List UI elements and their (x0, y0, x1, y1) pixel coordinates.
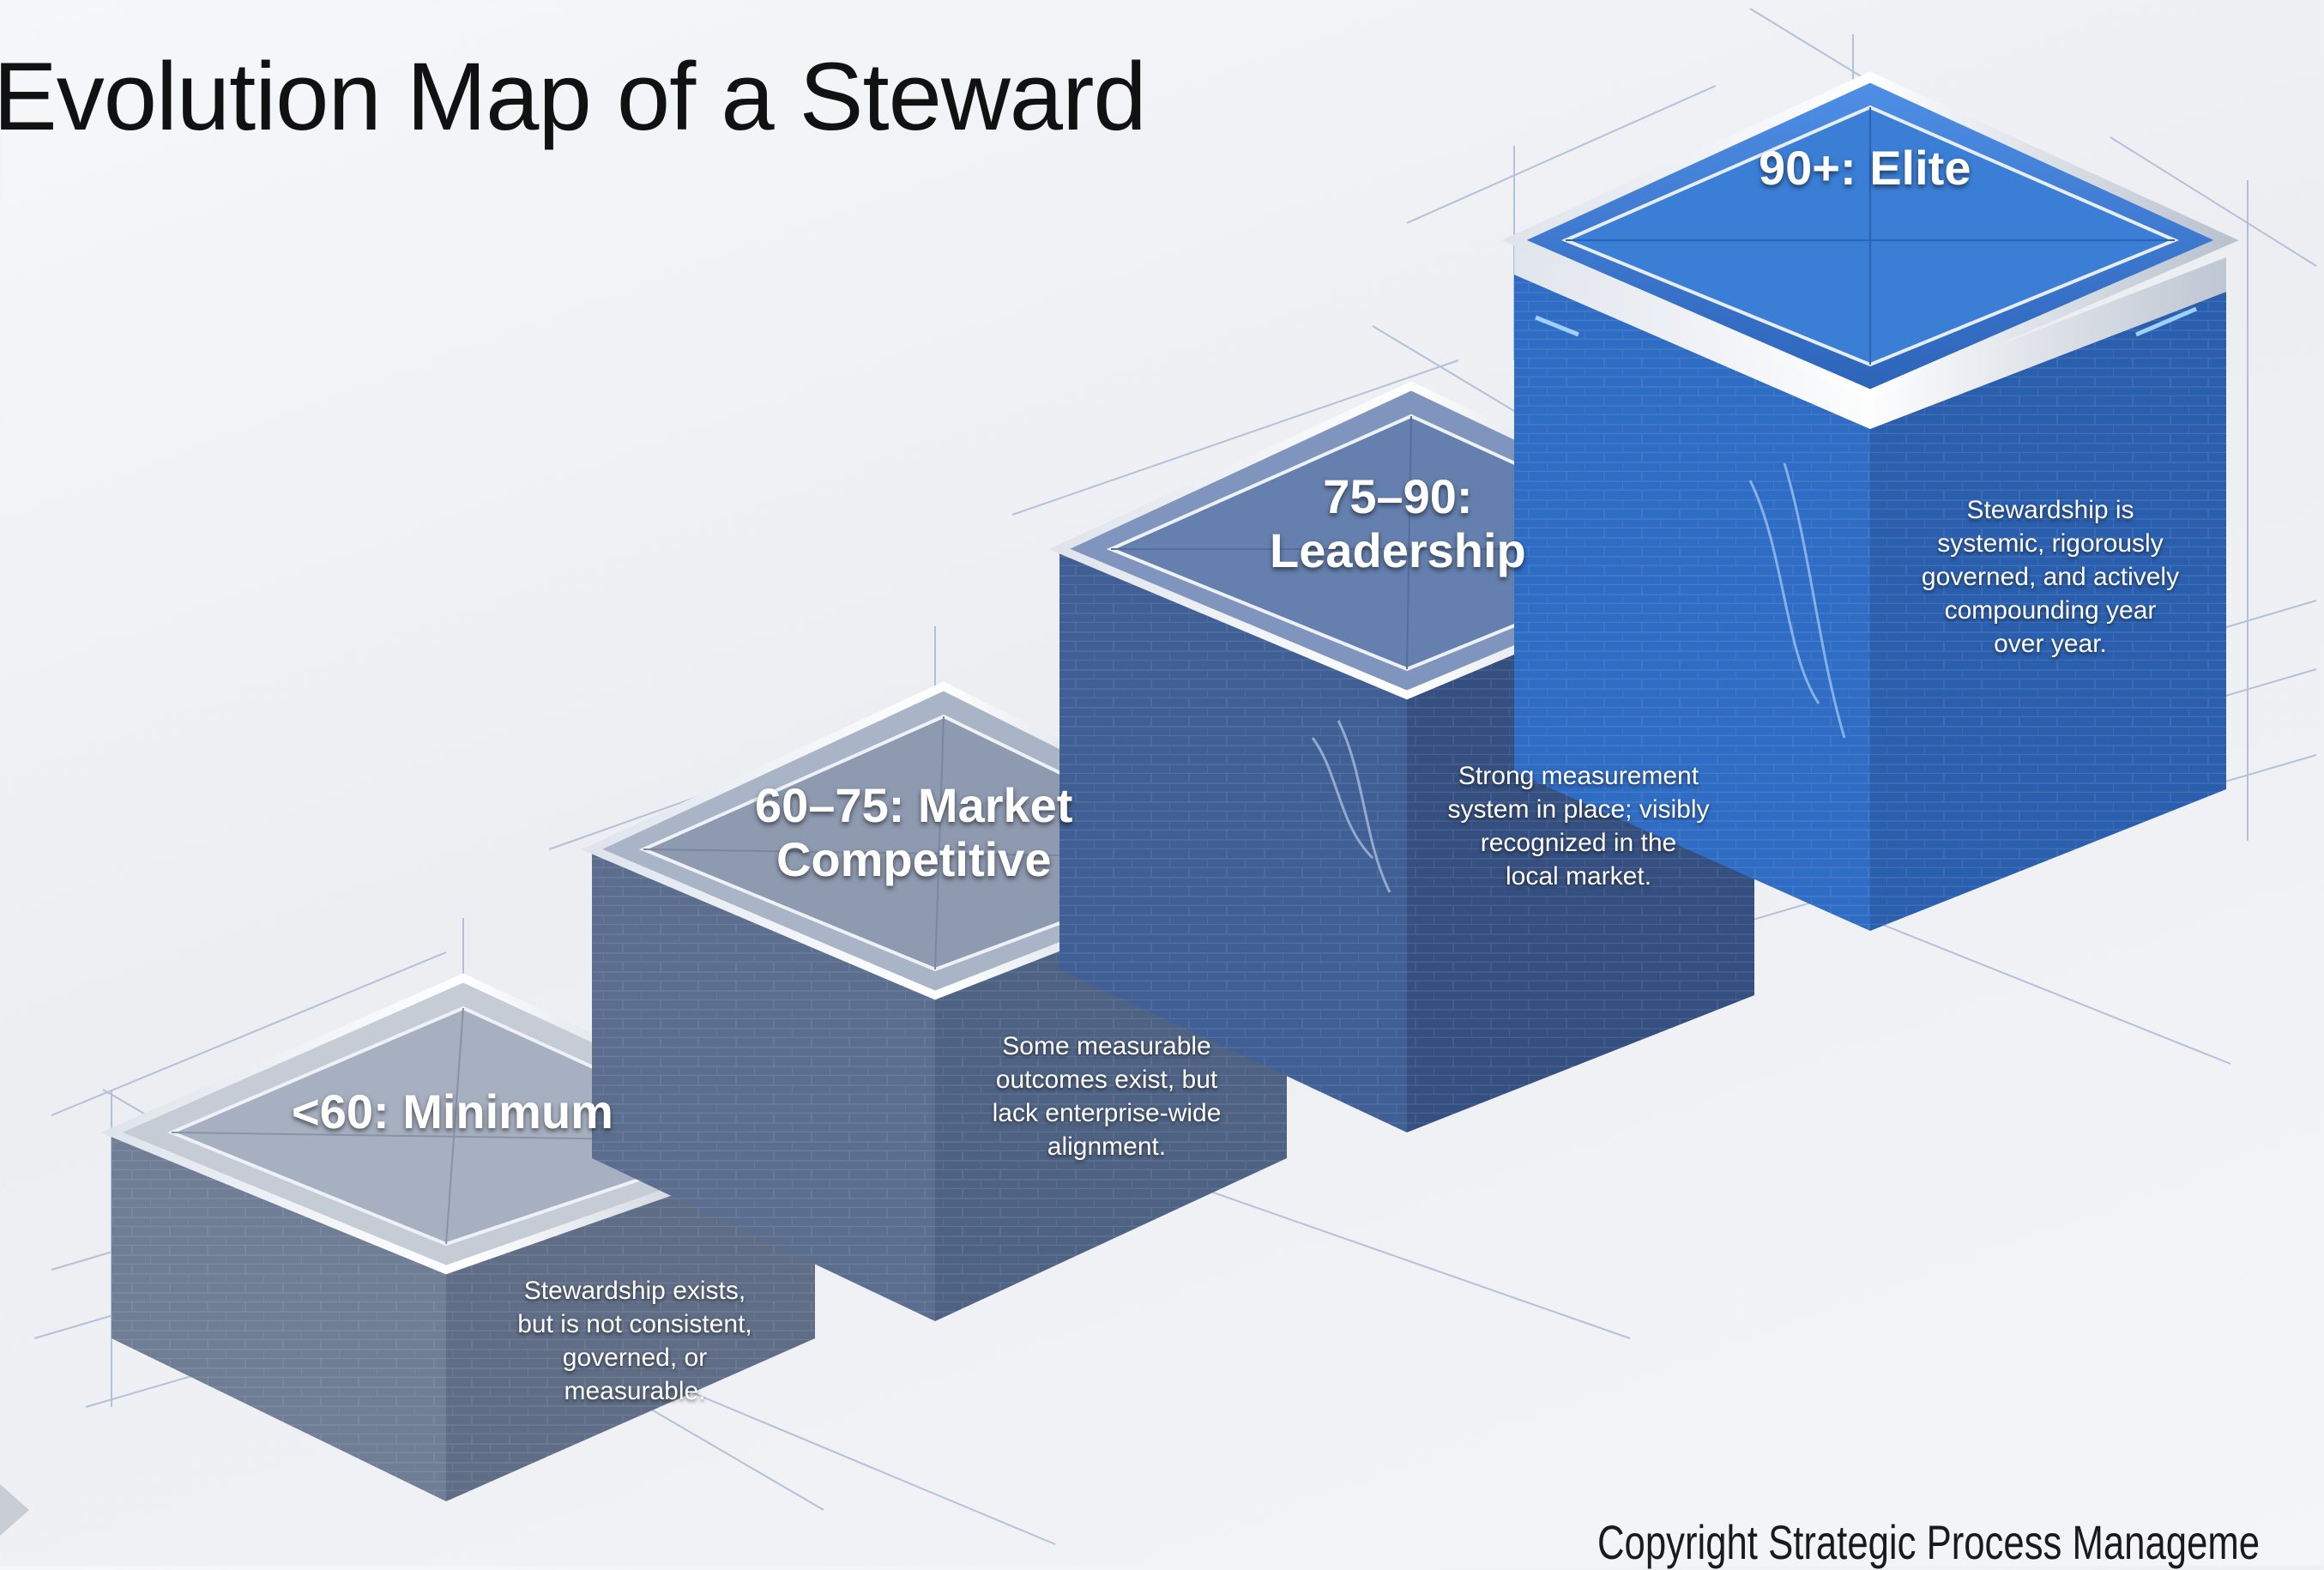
page-title: Evolution Map of a Steward (0, 43, 1147, 150)
level-desc-elite: Stewardship is systemic, rigorously gove… (1921, 496, 2180, 658)
level-desc-leadership: Strong measurement system in place; visi… (1447, 762, 1710, 891)
block-minimum (100, 973, 827, 1501)
level-desc-minimum: Stewardship exists, but is not consisten… (517, 1277, 752, 1405)
level-label-elite: 90+: Elite (1759, 141, 1971, 195)
level-desc-market-competitive: Some measurable outcomes exist, but lack… (992, 1032, 1222, 1161)
block-elite (1501, 71, 2239, 931)
play-triangle-icon (0, 1484, 29, 1536)
level-label-market-competitive: 60–75: Market Competitive (755, 778, 1073, 886)
level-label-leadership: 75–90: Leadership (1270, 469, 1526, 577)
copyright-notice: Copyright Strategic Process Manageme (1597, 1515, 2261, 1569)
level-label-minimum: <60: Minimum (292, 1084, 613, 1138)
